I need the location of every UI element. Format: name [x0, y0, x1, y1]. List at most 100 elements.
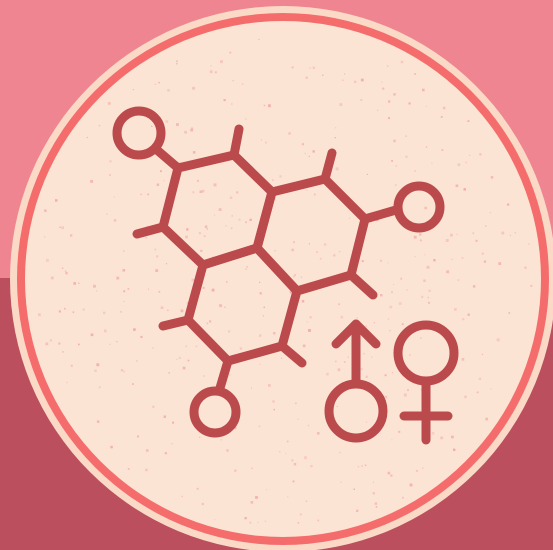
- speckle-dot: [420, 337, 422, 339]
- speckle-dot: [380, 259, 383, 262]
- speckle-dot: [422, 467, 424, 469]
- speckle-dot: [259, 281, 261, 283]
- speckle-dot: [297, 418, 299, 420]
- speckle-dot: [365, 421, 368, 423]
- speckle-dot: [294, 274, 296, 276]
- speckle-dot: [94, 369, 97, 372]
- speckle-dot: [339, 451, 341, 454]
- speckle-dot: [421, 295, 424, 298]
- speckle-dot: [200, 249, 203, 252]
- speckle-dot: [214, 214, 216, 216]
- speckle-dot: [203, 375, 205, 377]
- speckle-dot: [220, 60, 223, 64]
- speckle-dot: [265, 489, 267, 491]
- speckle-dot: [268, 384, 271, 387]
- speckle-dot: [151, 125, 153, 127]
- speckle-dot: [424, 254, 426, 256]
- speckle-dot: [309, 316, 312, 319]
- speckle-dot: [127, 468, 130, 470]
- speckle-dot: [241, 83, 244, 85]
- speckle-dot: [453, 448, 456, 451]
- speckle-dot: [190, 128, 194, 132]
- speckle-dot: [214, 71, 217, 74]
- speckle-dot: [360, 98, 363, 101]
- speckle-dot: [251, 467, 253, 469]
- speckle-dot: [353, 488, 355, 490]
- speckle-dot: [308, 155, 310, 157]
- speckle-dot: [192, 191, 195, 194]
- speckle-dot: [335, 360, 337, 363]
- speckle-dot: [509, 234, 511, 236]
- speckle-dot: [90, 333, 94, 337]
- speckle-dot: [326, 372, 329, 376]
- speckle-dot: [382, 87, 385, 90]
- speckle-dot: [265, 141, 267, 144]
- speckle-dot: [391, 372, 393, 374]
- speckle-dot: [462, 318, 465, 321]
- speckle-dot: [109, 174, 111, 176]
- speckle-dot: [236, 191, 239, 194]
- speckle-dot: [263, 306, 265, 309]
- speckle-dot: [228, 330, 231, 333]
- speckle-dot: [375, 506, 378, 508]
- speckle-dot: [391, 291, 393, 294]
- speckle-dot: [133, 328, 136, 331]
- speckle-dot: [113, 196, 115, 198]
- speckle-dot: [104, 329, 107, 333]
- speckle-dot: [156, 183, 160, 186]
- speckle-dot: [472, 232, 475, 235]
- speckle-dot: [467, 313, 470, 316]
- hormone-molecule-icon: [112, 106, 445, 438]
- speckle-dot: [199, 190, 202, 193]
- speckle-dot: [501, 231, 505, 235]
- speckle-dot: [302, 344, 306, 348]
- speckle-dot: [110, 445, 113, 449]
- speckle-dot: [356, 317, 358, 319]
- speckle-dot: [186, 228, 189, 231]
- speckle-dot: [116, 341, 118, 343]
- speckle-dot: [451, 435, 454, 439]
- speckle-dot: [176, 63, 178, 65]
- speckle-dot: [461, 358, 465, 361]
- speckle-dot: [530, 284, 533, 287]
- speckle-dot: [340, 315, 344, 319]
- speckle-dot: [301, 300, 305, 303]
- speckle-dot: [446, 270, 450, 274]
- speckle-dot: [469, 154, 471, 156]
- speckle-dot: [55, 199, 58, 202]
- speckle-dot: [414, 170, 416, 172]
- speckle-dot: [440, 436, 444, 440]
- speckle-dot: [168, 372, 170, 374]
- speckle-dot: [402, 496, 404, 499]
- speckle-dot: [44, 209, 47, 212]
- speckle-dot: [140, 335, 143, 338]
- speckle-dot: [279, 175, 282, 178]
- speckle-dot: [180, 309, 184, 313]
- speckle-dot: [172, 421, 175, 424]
- speckle-dot: [158, 290, 161, 293]
- speckle-dot: [304, 152, 306, 155]
- speckle-dot: [86, 136, 88, 139]
- speckle-dot: [272, 400, 275, 403]
- speckle-dot: [374, 502, 378, 505]
- speckle-dot: [213, 183, 217, 187]
- speckle-dot: [197, 179, 199, 182]
- speckle-dot: [395, 165, 397, 167]
- speckle-dot: [206, 228, 208, 230]
- speckle-dot: [387, 262, 389, 264]
- speckle-dot: [373, 322, 375, 324]
- speckle-dot: [407, 389, 409, 392]
- speckle-dot: [250, 501, 254, 504]
- speckle-dot: [372, 481, 374, 483]
- speckle-dot: [324, 243, 327, 246]
- speckle-dot: [441, 149, 444, 151]
- speckle-dot: [317, 519, 320, 522]
- speckle-dot: [191, 127, 194, 130]
- speckle-dot: [218, 208, 222, 211]
- speckle-dot: [152, 347, 154, 349]
- speckle-dot: [300, 276, 302, 278]
- speckle-dot: [185, 345, 188, 348]
- speckle-dot: [202, 286, 205, 289]
- speckle-dot: [384, 395, 388, 399]
- speckle-dot: [457, 279, 460, 282]
